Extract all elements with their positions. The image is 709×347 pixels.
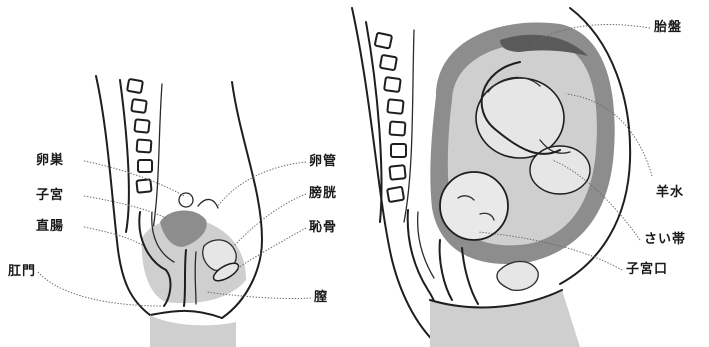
fetus-head [440, 172, 508, 240]
label-uterus: 子宮 [36, 189, 64, 202]
right-pregnancy-figure [352, 8, 652, 347]
label-cervix: 子宮口 [626, 263, 668, 276]
left-spine [120, 79, 162, 236]
label-umbilical-cord: さい帯 [644, 233, 686, 246]
label-anus: 肛門 [8, 265, 36, 278]
right-spine [366, 22, 414, 222]
label-ovary: 卵巣 [36, 154, 64, 167]
label-bladder: 膀胱 [309, 187, 337, 200]
label-pubic-bone: 恥骨 [309, 221, 337, 234]
label-rectum: 直腸 [36, 220, 64, 233]
label-fallopian-tube: 卵管 [309, 155, 337, 168]
label-amniotic-fluid: 羊水 [656, 186, 684, 199]
left-pelvis-figure [38, 76, 311, 347]
label-placenta: 胎盤 [654, 21, 682, 34]
label-vagina: 膣 [314, 291, 328, 304]
